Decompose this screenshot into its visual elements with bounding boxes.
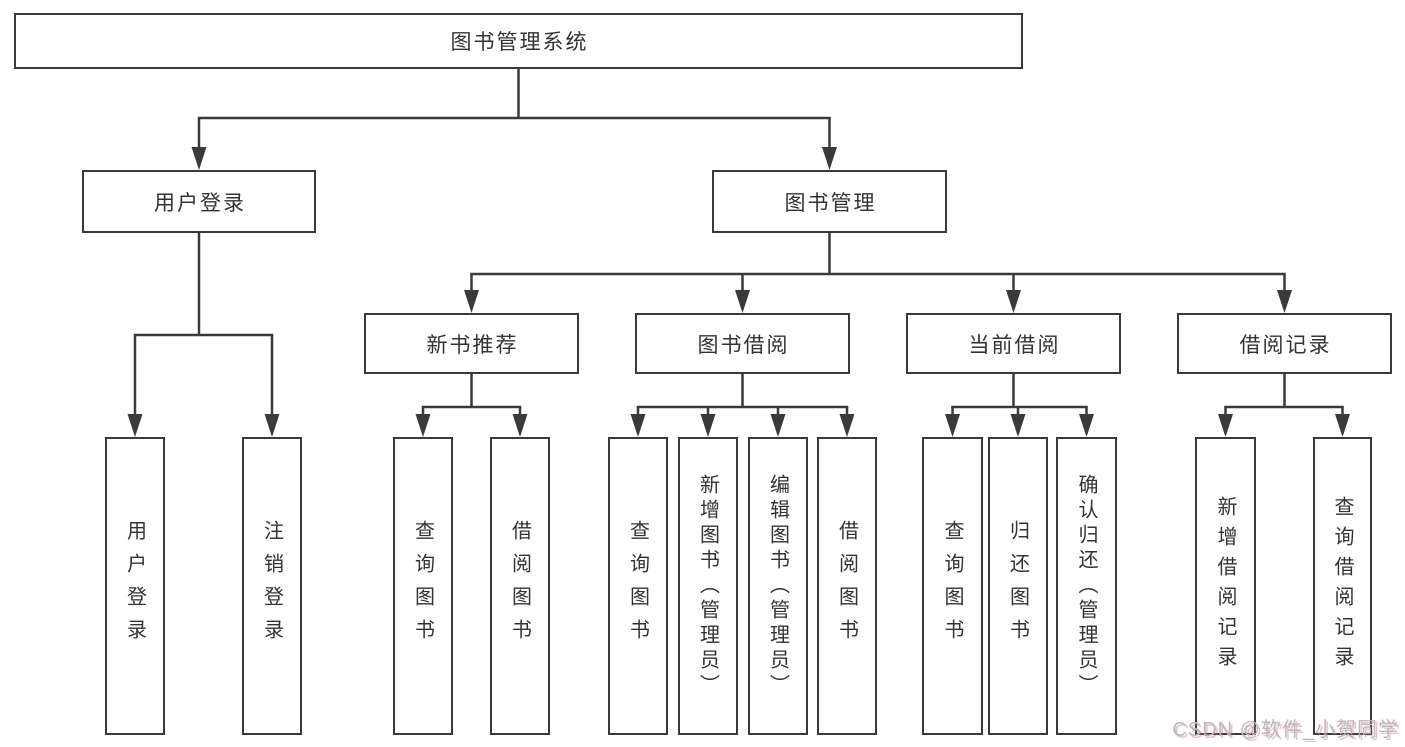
node-label: 查询图书: [626, 520, 649, 652]
node-book-mgmt: 图书管理: [712, 170, 947, 233]
node-label: 图书管理系统: [450, 31, 589, 54]
node-label: 图书借阅: [697, 333, 790, 357]
node-label: 新书推荐: [426, 333, 519, 357]
node-label: 当前借阅: [968, 333, 1061, 357]
node-rec-query: 查询借阅记录: [1313, 437, 1372, 735]
node-label: 归还图书: [1006, 520, 1029, 652]
node-user-login-grp: 用户登录: [82, 170, 316, 233]
node-label: 用户登录: [123, 520, 146, 652]
node-label: 新增借阅记录: [1214, 496, 1236, 676]
node-user-login: 用户登录: [105, 437, 165, 735]
node-label: 借阅记录: [1239, 333, 1332, 357]
node-current-borrow: 当前借阅: [906, 313, 1121, 374]
node-label: 借阅图书: [835, 520, 858, 652]
node-root: 图书管理系统: [14, 13, 1023, 69]
watermark: CSDN @软件_小贺同学: [1172, 719, 1399, 741]
node-rec-add: 新增借阅记录: [1195, 437, 1256, 735]
node-label: 编辑图书（管理员）: [766, 473, 789, 699]
node-bb-query: 查询图书: [608, 437, 668, 735]
node-label: 确认归还（管理员）: [1075, 473, 1097, 699]
node-bb-edit: 编辑图书（管理员）: [748, 437, 808, 735]
node-label: 用户登录: [154, 191, 246, 215]
node-cb-query: 查询图书: [922, 437, 983, 735]
node-cb-confirm: 确认归还（管理员）: [1056, 437, 1117, 735]
node-label: 图书管理: [784, 191, 877, 215]
node-bb-add: 新增图书（管理员）: [678, 437, 738, 735]
node-new-book: 新书推荐: [364, 313, 579, 374]
node-borrow-records: 借阅记录: [1177, 313, 1392, 374]
node-label: 注销登录: [260, 520, 283, 652]
node-nb-query: 查询图书: [393, 437, 453, 735]
node-label: 查询图书: [411, 520, 434, 652]
node-logout: 注销登录: [242, 437, 302, 735]
node-label: 借阅图书: [508, 520, 531, 652]
node-label: 查询借阅记录: [1331, 496, 1353, 676]
node-label: 查询图书: [941, 520, 963, 652]
node-label: 新增图书（管理员）: [696, 473, 719, 699]
node-book-borrow: 图书借阅: [635, 313, 850, 374]
node-cb-return: 归还图书: [988, 437, 1048, 735]
node-nb-borrow: 借阅图书: [490, 437, 550, 735]
node-bb-borrow: 借阅图书: [817, 437, 877, 735]
